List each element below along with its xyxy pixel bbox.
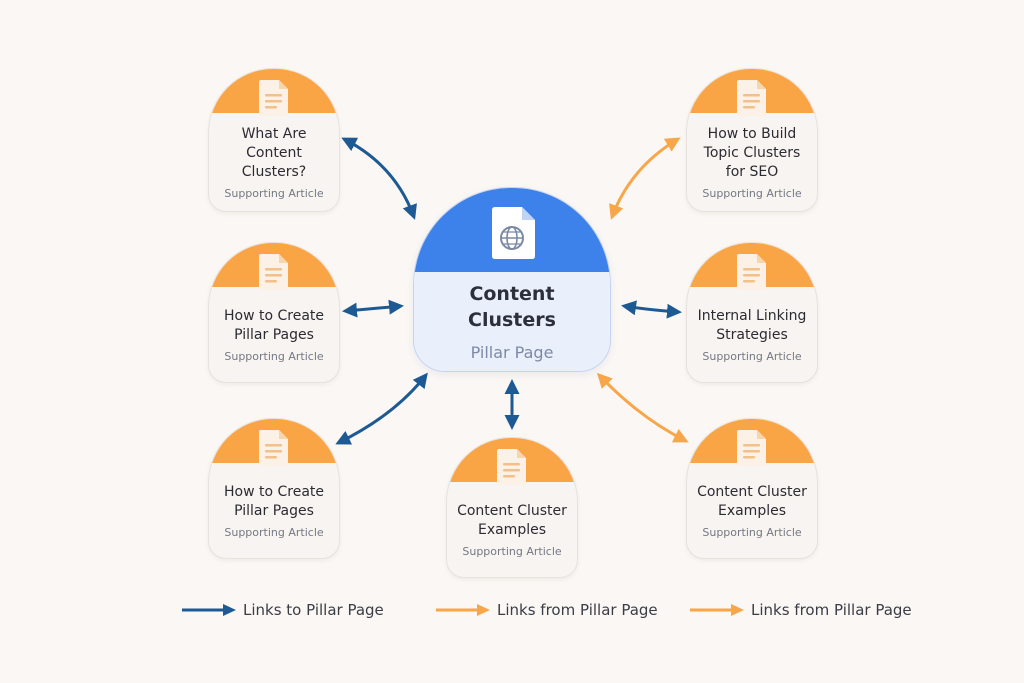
article-card-body: How to Build Topic Clusters for SEO Supp… [687, 113, 817, 211]
document-icon [259, 80, 288, 116]
article-title: Content Cluster Examples [697, 483, 807, 519]
article-title: What Are Content Clusters? [241, 125, 307, 180]
link-arrow-pillar-pages-2 [335, 372, 428, 445]
article-card-internal-linking-strategies: Internal Linking Strategies Supporting A… [686, 242, 818, 383]
orange-arrow-icon [436, 604, 490, 616]
article-card-body: How to Create Pillar Pages Supporting Ar… [209, 287, 339, 382]
article-subtitle: Supporting Article [702, 186, 802, 200]
legend-label: Links from Pillar Page [751, 601, 912, 619]
article-title: How to Build Topic Clusters for SEO [703, 125, 801, 180]
link-arrow-how-to-build [609, 137, 681, 220]
article-subtitle: Supporting Article [702, 525, 802, 539]
article-title: Internal Linking Strategies [697, 307, 807, 343]
article-subtitle: Supporting Article [224, 186, 324, 200]
link-arrow-internal-linking [621, 300, 682, 319]
article-card-how-to-create-pillar-pages: How to Create Pillar Pages Supporting Ar… [208, 242, 340, 383]
article-card-body: Internal Linking Strategies Supporting A… [687, 287, 817, 382]
link-arrow-pillar-pages-1 [342, 299, 404, 318]
pillar-page-subtitle: Pillar Page [470, 343, 554, 362]
legend-item-links-to: Links to Pillar Page [181, 598, 384, 622]
globe-document-icon [492, 207, 535, 259]
document-icon [497, 449, 526, 485]
article-subtitle: Supporting Article [702, 349, 802, 363]
orange-arrow-icon [690, 604, 744, 616]
pillar-page-card: Content Clusters Pillar Page [413, 187, 611, 372]
pillar-page-body: Content Clusters Pillar Page [414, 272, 610, 371]
article-card-what-are-content-clusters: What Are Content Clusters? Supporting Ar… [208, 68, 340, 212]
document-icon [737, 254, 766, 290]
link-arrow-examples-right [596, 372, 689, 443]
article-title: How to Create Pillar Pages [223, 307, 325, 343]
article-title: How to Create Pillar Pages [223, 483, 325, 519]
article-subtitle: Supporting Article [224, 525, 324, 539]
article-card-content-cluster-examples: Content Cluster Examples Supporting Arti… [446, 437, 578, 578]
legend-label: Links from Pillar Page [497, 601, 658, 619]
article-card-how-to-build-topic-clusters: How to Build Topic Clusters for SEO Supp… [686, 68, 818, 212]
article-card-content-cluster-examples-2: Content Cluster Examples Supporting Arti… [686, 418, 818, 559]
document-icon [259, 254, 288, 290]
article-card-body: Content Cluster Examples Supporting Arti… [687, 463, 817, 558]
article-card-body: What Are Content Clusters? Supporting Ar… [209, 113, 339, 211]
legend-item-links-from: Links from Pillar Page [435, 598, 658, 622]
pillar-page-title: Content Clusters [468, 283, 556, 331]
blue-arrow-icon [182, 604, 236, 616]
article-card-how-to-create-pillar-pages-2: How to Create Pillar Pages Supporting Ar… [208, 418, 340, 559]
legend-label: Links to Pillar Page [243, 601, 384, 619]
pillar-page-header [414, 188, 610, 272]
document-icon [737, 430, 766, 466]
article-title: Content Cluster Examples [457, 502, 567, 538]
link-arrow-what-are [341, 137, 417, 220]
article-card-body: How to Create Pillar Pages Supporting Ar… [209, 463, 339, 558]
document-icon [259, 430, 288, 466]
article-subtitle: Supporting Article [462, 544, 562, 558]
document-icon [737, 80, 766, 116]
article-subtitle: Supporting Article [224, 349, 324, 363]
article-card-body: Content Cluster Examples Supporting Arti… [447, 482, 577, 577]
legend-item-links-from-2: Links from Pillar Page [689, 598, 912, 622]
